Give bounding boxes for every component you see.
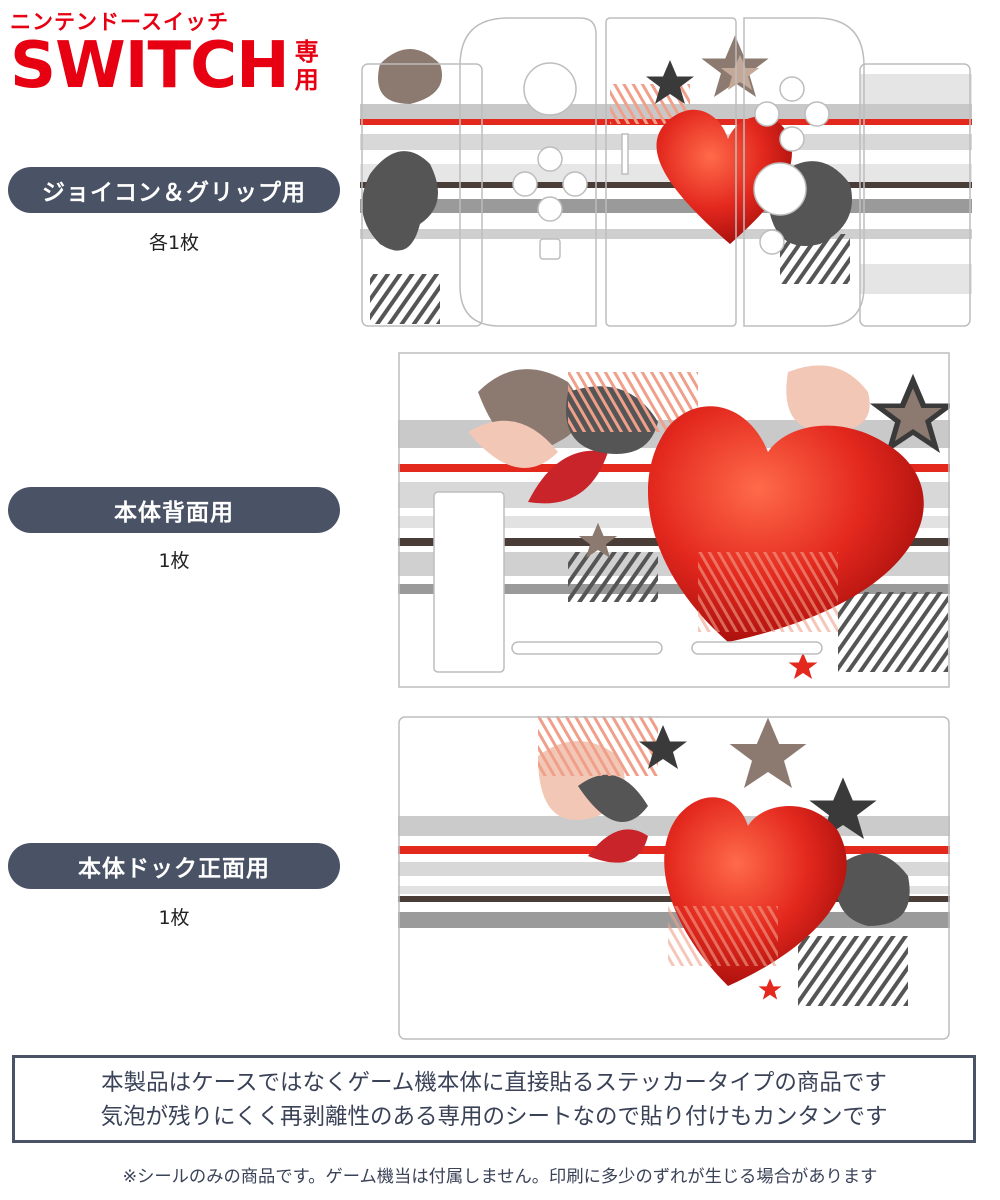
section-label-back: 本体背面用 [8, 487, 340, 533]
brand-subtitle: ニンテンドースイッチ [10, 10, 229, 34]
section-label-joycon: ジョイコン＆グリップ用 [8, 167, 340, 213]
brand-logo: ニンテンドースイッチ SWITCH 専 用 [10, 6, 319, 103]
notice-line-1: 本製品はケースではなくゲーム機本体に直接貼るステッカータイプの商品です [101, 1070, 887, 1096]
notice-line-2: 気泡が残りにくく再剥離性のある専用のシートなので貼り付けもカンタンです [100, 1104, 888, 1130]
section-count-joycon: 各1枚 [148, 232, 200, 254]
section-count-back: 1枚 [158, 550, 190, 572]
section-count-dock: 1枚 [158, 907, 190, 929]
brand-suffix-2: 用 [294, 66, 319, 94]
product-notice: 本製品はケースではなくゲーム機本体に直接貼るステッカータイプの商品です 気泡が残… [12, 1055, 976, 1143]
brand-suffix-1: 専 [294, 38, 319, 66]
joycon-grip-skin [360, 14, 972, 328]
brand-title: SWITCH [10, 29, 290, 103]
section-label-dock: 本体ドック正面用 [8, 843, 340, 889]
footnote: ※シールのみの商品です。ゲーム機当は付属しません。印刷に多少のずれが生じる場合が… [122, 1167, 878, 1187]
dock-front-skin [398, 716, 950, 1040]
console-back-skin [398, 352, 950, 688]
